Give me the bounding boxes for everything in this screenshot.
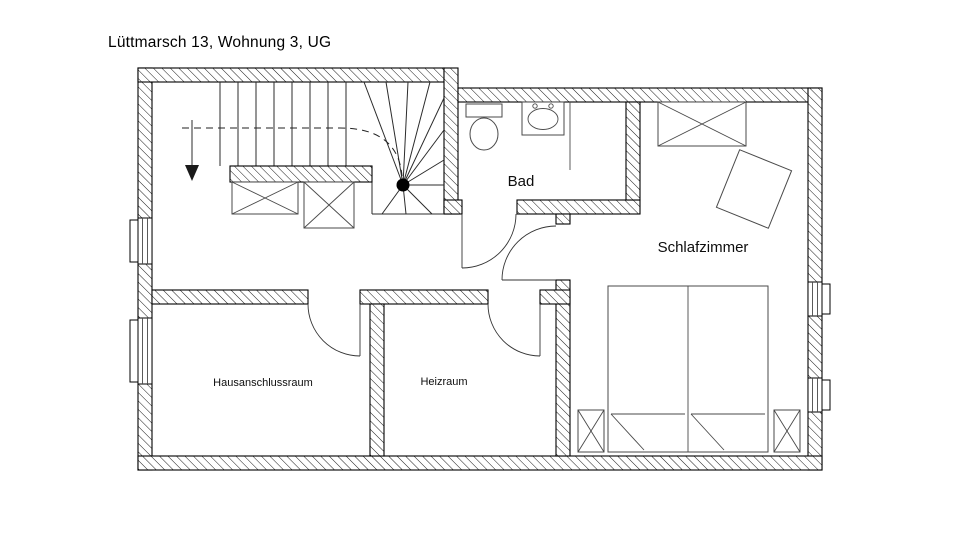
walls [137,67,823,471]
window-left-2 [129,317,153,385]
stair-direction-arrow [185,120,199,181]
understair-wall-strip [229,165,373,183]
room-label-schlafzimmer: Schlafzimmer [658,239,749,256]
door-bad [461,213,517,269]
wall-bad-schlafzimmer [625,101,641,201]
bedroom-furniture [577,101,801,453]
wall-outer-bottom [137,455,823,471]
staircase [182,81,445,229]
wall-outer-top-left [137,67,445,83]
window-left-1 [129,217,153,265]
door-hausanschlussraum [307,303,361,357]
wall-bad-bottom-left [443,199,463,215]
wall-hall-schlafzimmer [555,279,571,457]
understair-shaft [303,181,355,229]
plan-title: Lüttmarsch 13, Wohnung 3, UG [108,34,332,51]
wall-bad-bottom-right [516,199,641,215]
door-heizraum [487,303,541,357]
wall-outer-right [807,87,823,471]
window-right-2 [807,377,831,413]
tilted-furniture [715,149,793,229]
wall-hall-bottom-b [359,289,489,305]
sink-fixture [521,101,565,136]
room-labels: Bad Schlafzimmer Hausanschlussraum Heizr… [213,173,748,389]
door-schlafzimmer [501,225,557,281]
room-label-hausanschlussraum: Hausanschlussraum [213,377,313,389]
wall-hall-bottom-c [539,289,571,305]
understair-storage-left [231,181,299,215]
stair-newel-post [396,178,410,192]
windows [129,217,831,413]
wall-outer-top-right [457,87,823,103]
stair-treads [219,82,347,166]
room-label-bad: Bad [508,173,535,190]
wall-hall-schlafzimmer-stub [555,213,571,225]
stair-winder-treads [363,81,445,215]
wall-stair-bad [443,67,459,215]
bathroom-fixtures [465,101,571,170]
toilet-fixture [465,103,503,151]
doors [307,213,557,357]
double-bed [607,285,769,453]
wall-outer-left [137,67,153,471]
nightstand-right [773,409,801,453]
wall-hall-bottom-a [151,289,309,305]
stair-walk-line [182,127,403,177]
wall-hausanschluss-heizraum [369,303,385,457]
room-label-heizraum: Heizraum [420,376,467,388]
wardrobe [657,101,747,147]
nightstand-left [577,409,605,453]
window-right-1 [807,281,831,317]
